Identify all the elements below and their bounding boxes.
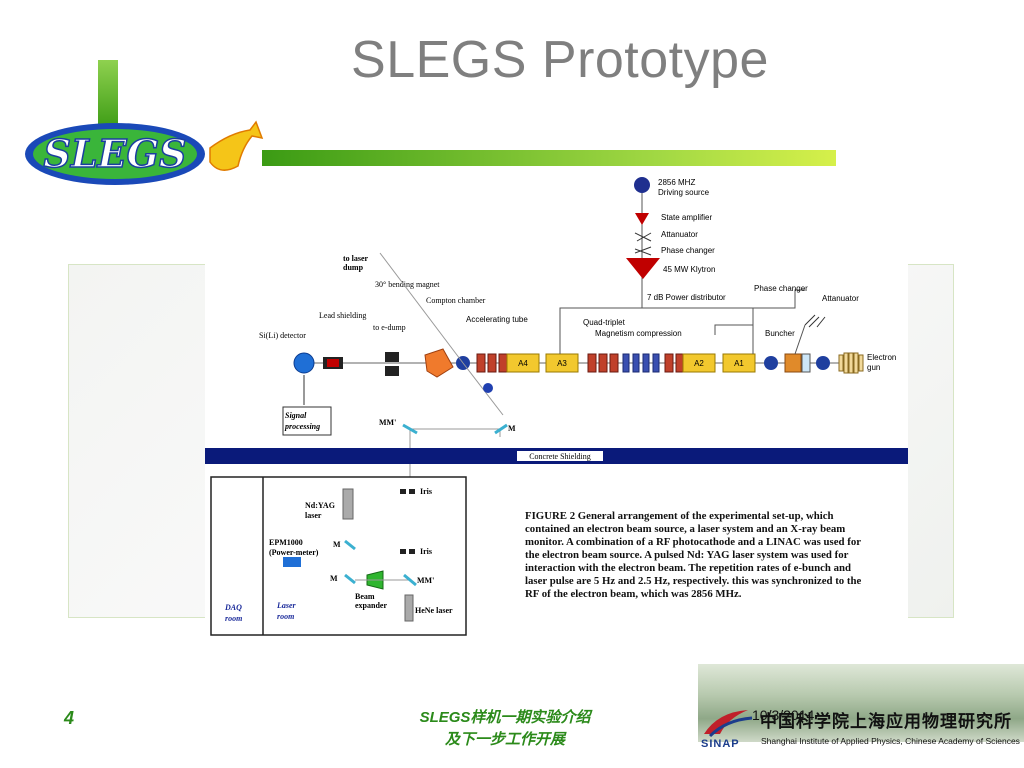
sinap-logo-icon (704, 710, 753, 738)
signal-processing-label-1: Signal (285, 411, 307, 420)
phase-changer-top-label: Phase changer (661, 246, 715, 255)
header-gradient-bar (262, 150, 836, 166)
hene-label: HeNe laser (415, 606, 453, 615)
iris-1-label: Iris (420, 487, 432, 496)
klystron-icon (626, 258, 660, 279)
ndyag-label-1: Nd:YAG (305, 501, 335, 510)
lead-shielding-label: Lead shielding (319, 311, 366, 320)
institute-logo-text: SINAP (701, 738, 740, 750)
figure-caption: FIGURE 2 General arrangement of the expe… (525, 510, 862, 600)
experiment-diagram: 2856 MHZ Driving source State amplifier … (205, 175, 908, 637)
to-laser-dump-label-2: dump (343, 263, 364, 272)
bending-magnet-label: 30° bending magnet (375, 280, 440, 289)
slide-date: 10/3/2014 (752, 707, 815, 723)
power-meter-icon (283, 557, 301, 567)
beam-expander-label-1: Beam (355, 592, 375, 601)
page-number: 4 (64, 708, 75, 728)
logo-arrow-icon (209, 120, 264, 171)
slide-title: SLEGS Prototype (351, 31, 769, 89)
phase-changer-right-label: Phase changer (754, 284, 808, 293)
epm-label-1: EPM1000 (269, 538, 303, 547)
institute-banner (698, 664, 1024, 742)
attanuator-top-label: Attanuator (661, 230, 698, 239)
to-laser-dump-label-1: to laser (343, 254, 369, 263)
bending-magnet-icon (424, 348, 454, 378)
electron-gun-label-2: gun (867, 363, 880, 372)
compton-chamber-label: Compton chamber (426, 296, 486, 305)
electron-gun-label-1: Electron (867, 353, 896, 362)
epm-label-2: (Power-meter) (269, 548, 319, 557)
buncher-icon (784, 353, 802, 373)
iris-2-label: Iris (420, 547, 432, 556)
magnetism-compression-label: Magnetism compression (595, 329, 682, 338)
driving-source-icon (634, 177, 650, 193)
cavity-a1-label: A1 (734, 359, 744, 368)
attanuator-right-label: Attanuator (822, 294, 859, 303)
laser-room-label-2: room (277, 612, 294, 621)
hene-laser-icon (404, 594, 414, 622)
beam-expander-label-2: expander (355, 601, 387, 610)
accelerating-tube-label: Accelerating tube (466, 315, 528, 324)
m2-label: M (330, 574, 338, 583)
concrete-shielding-label: Concrete Shielding (529, 452, 591, 461)
m-top-label: M (508, 424, 516, 433)
buncher-label: Buncher (765, 329, 795, 338)
ndyag-label-2: laser (305, 511, 322, 520)
signal-processing-label-2: processing (284, 422, 320, 431)
klystron-label: 45 MW Klytron (663, 265, 715, 274)
footer-line-1: SLEGS样机一期实验介绍 (419, 709, 591, 726)
power-distributor-label: 7 dB Power distributor (647, 293, 726, 302)
footer-line-2: 及下一步工作开展 (444, 731, 565, 748)
state-amplifier-icon (635, 213, 649, 225)
mm-bottom-label: MM' (417, 576, 434, 585)
cavity-a4-label: A4 (518, 359, 528, 368)
cavity-a3-label: A3 (557, 359, 567, 368)
driving-source-label-2: Driving source (658, 188, 710, 197)
logo-vertical-bar (98, 60, 118, 130)
footer-title: SLEGS样机一期实验介绍 及下一步工作开展 (350, 707, 660, 751)
institute-name-cn: 中国科学院上海应用物理研究所 (760, 712, 1012, 731)
detector-icon (293, 352, 315, 374)
logo-text: SLEGS (43, 131, 186, 176)
ndyag-laser-icon (342, 488, 354, 520)
institute-name-en: Shanghai Institute of Applied Physics, C… (761, 736, 1020, 746)
to-e-dump-label: to e-dump (373, 323, 406, 332)
state-amplifier-label: State amplifier (661, 213, 712, 222)
mm-top-label: MM' (379, 418, 396, 427)
cavity-a2-label: A2 (694, 359, 704, 368)
daq-room-label-1: DAQ (224, 603, 242, 612)
quad-triplet-label: Quad-triplet (583, 318, 626, 327)
slegs-logo: SLEGS (25, 120, 264, 185)
m1-label: M (333, 540, 341, 549)
detector-label: Si(Li) detector (259, 331, 306, 340)
laser-room-label-1: Laser (276, 601, 297, 610)
driving-source-label-1: 2856 MHZ (658, 178, 695, 187)
daq-room-label-2: room (225, 614, 242, 623)
